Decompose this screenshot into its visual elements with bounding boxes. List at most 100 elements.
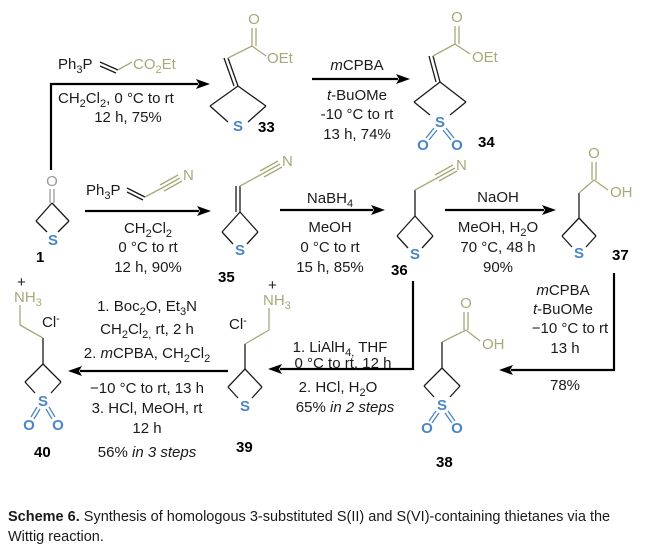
svg-text:S: S — [48, 232, 58, 249]
compound-label-1: 1 — [36, 249, 44, 266]
svg-text:O: O — [451, 137, 463, 154]
svg-text:70 °C, 48 h: 70 °C, 48 h — [460, 239, 535, 256]
reagent-36-to-39: 1. LiAlH4, THF 0 °C to rt, 12 h 2. HCl, … — [293, 339, 395, 416]
svg-text:Cl-: Cl- — [229, 315, 247, 333]
reagent-1-to-35: Ph3P N CH2Cl2 0 °C to rt 12 h, 90% — [86, 167, 194, 276]
svg-text:-10 °C to rt: -10 °C to rt — [321, 106, 395, 123]
reaction-arrow-36-to-37 — [445, 205, 556, 215]
compound-label-35: 35 — [218, 269, 235, 286]
svg-text:S: S — [233, 118, 243, 135]
svg-text:−10 °C to rt, 13 h: −10 °C to rt, 13 h — [90, 380, 204, 397]
svg-text:13 h: 13 h — [550, 340, 579, 357]
svg-text:S: S — [574, 245, 584, 262]
svg-text:S: S — [435, 114, 445, 131]
svg-text:OEt: OEt — [267, 50, 294, 67]
compound-38-structure: S O O OH O — [421, 295, 504, 437]
compound-label-40: 40 — [34, 444, 51, 461]
svg-text:t-BuOMe: t-BuOMe — [533, 301, 593, 318]
svg-text:12 h, 75%: 12 h, 75% — [94, 109, 162, 126]
svg-text:O: O — [23, 417, 35, 434]
reaction-arrow-35-to-36 — [280, 205, 385, 215]
svg-text:0 °C to rt: 0 °C to rt — [300, 239, 360, 256]
svg-text:65% in 2 steps: 65% in 2 steps — [296, 399, 395, 416]
svg-text:N: N — [282, 153, 293, 170]
svg-text:78%: 78% — [550, 377, 580, 394]
svg-text:O: O — [451, 420, 463, 437]
svg-text:Ph3P: Ph3P — [58, 56, 93, 76]
compound-label-39: 39 — [236, 439, 253, 456]
svg-text:0 °C to rt: 0 °C to rt — [118, 239, 178, 256]
svg-text:O: O — [451, 9, 463, 26]
svg-text:O: O — [588, 145, 600, 162]
compound-35-structure: S N — [221, 153, 293, 259]
svg-text:MeOH, H2O: MeOH, H2O — [458, 219, 538, 239]
svg-text:OH: OH — [482, 336, 505, 353]
svg-text:+: + — [17, 274, 26, 291]
compound-label-37: 37 — [612, 247, 629, 264]
svg-text:NaBH4: NaBH4 — [307, 190, 353, 210]
svg-text:15 h, 85%: 15 h, 85% — [296, 259, 364, 276]
svg-text:S: S — [240, 398, 250, 415]
reagent-1-to-33: Ph3P CO2Et CH2Cl2, 0 °C to rt 12 h, 75% — [58, 56, 177, 126]
reaction-arrow-1-to-33 — [49, 79, 210, 170]
svg-text:O: O — [52, 417, 64, 434]
svg-text:CH2Cl2, 0 °C to rt: CH2Cl2, 0 °C to rt — [58, 90, 175, 110]
compound-39-structure: S NH3 + Cl- — [227, 277, 291, 415]
svg-text:Cl-: Cl- — [42, 313, 60, 331]
compound-37-structure: S O OH — [561, 145, 633, 262]
svg-text:N: N — [183, 167, 194, 184]
svg-text:O: O — [460, 295, 472, 312]
figure-caption: Scheme 6. Synthesis of homologous 3-subs… — [8, 507, 638, 547]
svg-text:90%: 90% — [483, 259, 513, 276]
svg-text:12 h, 90%: 12 h, 90% — [114, 259, 182, 276]
svg-text:56% in 3 steps: 56% in 3 steps — [98, 444, 197, 461]
svg-text:2. mCPBA, CH2Cl2: 2. mCPBA, CH2Cl2 — [84, 345, 210, 365]
reagent-39-to-40: 1. Boc2O, Et3N CH2Cl2, rt, 2 h 2. mCPBA,… — [84, 298, 210, 461]
svg-text:S: S — [235, 242, 245, 259]
svg-text:S: S — [410, 246, 420, 263]
caption-label: Scheme 6. — [8, 509, 80, 525]
svg-text:O: O — [248, 11, 260, 28]
compound-1-structure: O S — [35, 173, 70, 249]
svg-text:S: S — [38, 393, 48, 410]
svg-text:NaOH: NaOH — [477, 189, 519, 206]
compound-33-structure: S O OEt — [209, 11, 294, 135]
svg-text:OEt: OEt — [472, 49, 499, 66]
reaction-arrow-1-to-35 — [85, 206, 211, 216]
svg-text:OH: OH — [610, 184, 633, 201]
reagent-33-to-34: mCPBA t-BuOMe -10 °C to rt 13 h, 74% — [321, 57, 395, 143]
svg-text:1. Boc2O, Et3N: 1. Boc2O, Et3N — [97, 298, 197, 318]
svg-text:N: N — [456, 157, 467, 174]
reagent-37-to-38: mCPBA t-BuOMe −10 °C to rt 13 h 78% — [532, 282, 609, 394]
reaction-arrow-36-to-39 — [268, 281, 415, 374]
svg-text:13 h, 74%: 13 h, 74% — [323, 126, 391, 143]
svg-text:CO2Et: CO2Et — [133, 56, 177, 76]
svg-text:CH2Cl2: CH2Cl2 — [124, 220, 172, 240]
reaction-scheme: Ph3P CO2Et CH2Cl2, 0 °C to rt 12 h, 75% … — [14, 9, 633, 471]
svg-text:2. HCl, H2O: 2. HCl, H2O — [299, 379, 378, 399]
compound-34-structure: S O O O OEt — [413, 9, 499, 154]
compound-40-structure: S O O NH3 + Cl- — [14, 274, 64, 434]
svg-text:12 h: 12 h — [132, 420, 161, 437]
reaction-arrow-39-to-40 — [68, 366, 228, 376]
compound-label-33: 33 — [258, 119, 275, 136]
compound-label-36: 36 — [391, 262, 408, 279]
compound-label-38: 38 — [436, 454, 453, 471]
svg-text:1. LiAlH4, THF: 1. LiAlH4, THF — [293, 339, 388, 359]
svg-text:O: O — [417, 137, 429, 154]
compound-36-structure: S N — [396, 157, 467, 263]
svg-text:Ph3P: Ph3P — [86, 182, 121, 202]
svg-text:O: O — [46, 173, 58, 190]
reagent-35-to-36: NaBH4 MeOH 0 °C to rt 15 h, 85% — [296, 190, 364, 276]
svg-text:3. HCl, MeOH, rt: 3. HCl, MeOH, rt — [92, 400, 204, 417]
reaction-arrow-33-to-34 — [312, 74, 410, 84]
svg-text:mCPBA: mCPBA — [536, 282, 589, 299]
svg-text:NH3: NH3 — [263, 292, 291, 312]
svg-text:CH2Cl2, rt, 2 h: CH2Cl2, rt, 2 h — [100, 321, 194, 341]
compound-label-34: 34 — [478, 134, 495, 151]
svg-text:O: O — [421, 420, 433, 437]
reaction-arrow-37-to-38 — [499, 273, 616, 375]
svg-text:t-BuOMe: t-BuOMe — [327, 87, 387, 104]
svg-text:MeOH: MeOH — [308, 219, 351, 236]
svg-text:S: S — [437, 397, 447, 414]
